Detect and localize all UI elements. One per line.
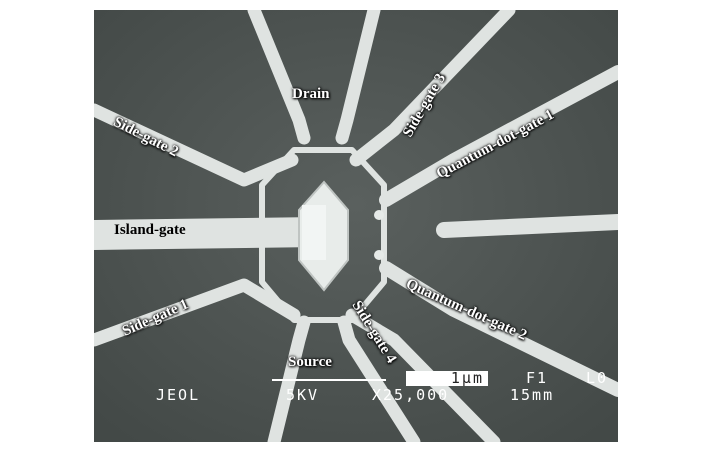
central-hexagon: [259, 147, 387, 323]
info-voltage: 5KV: [286, 386, 320, 404]
info-maker: JEOL: [156, 386, 201, 404]
side-gate-4-lead: [345, 308, 501, 442]
label-island-gate: Island-gate: [114, 222, 186, 238]
label-source: Source: [288, 354, 332, 370]
side-gate-3-lead: [349, 10, 516, 167]
island-gate-lead: [94, 217, 334, 250]
electrode-pattern: [94, 10, 618, 442]
drain-lead-left: [247, 10, 311, 145]
scale-text: 1μm: [450, 369, 484, 387]
info-field: F1: [526, 369, 549, 387]
sem-micrograph: Drain Source Island-gate Side-gate 2 Sid…: [94, 10, 618, 442]
source-lead-left: [267, 315, 311, 442]
side-gate-1-lead: [94, 278, 301, 347]
drain-lead-right: [335, 10, 381, 145]
scale-bar-line: [272, 379, 386, 381]
info-magnification: X25,000: [372, 386, 450, 404]
dot-right-lower: [374, 250, 384, 260]
label-drain: Drain: [292, 86, 330, 102]
qd-gate-2-lead: [379, 261, 618, 397]
right-plunger-lead: [436, 214, 618, 238]
island-gate-tip: [302, 205, 326, 260]
scale-box: 1μm: [406, 369, 488, 387]
info-working-distance: 15mm: [510, 386, 555, 404]
dot-right: [374, 210, 384, 220]
qd-gate-1-lead: [379, 65, 618, 207]
info-tail: L0: [586, 369, 609, 387]
source-lead-right: [337, 315, 421, 442]
